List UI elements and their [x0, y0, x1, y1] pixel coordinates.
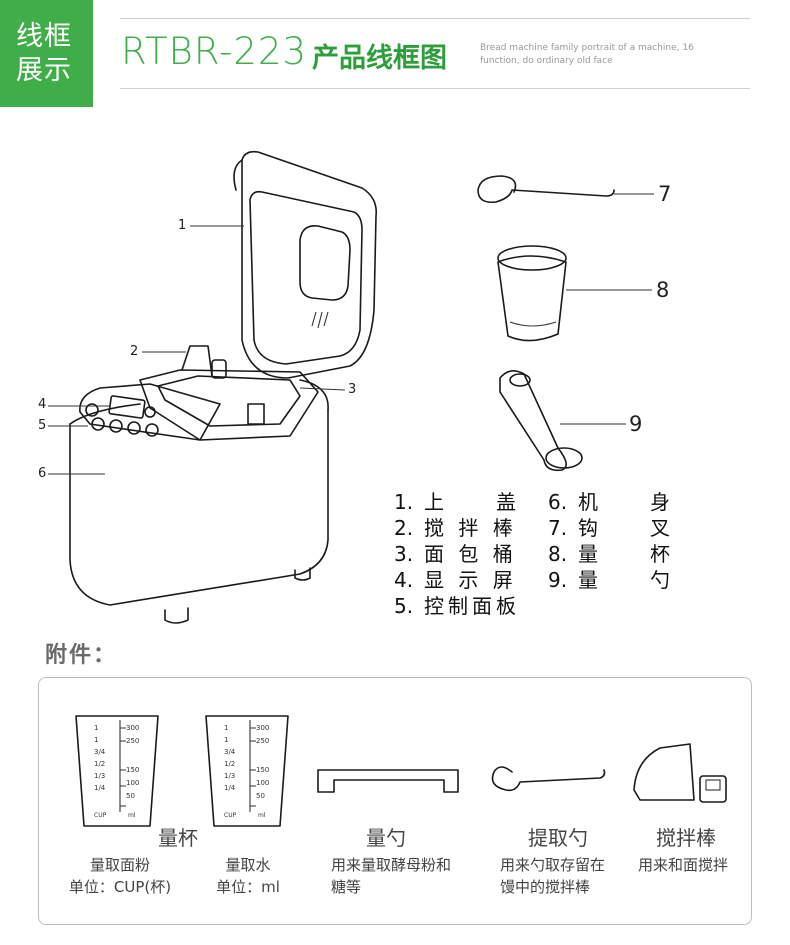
accessory-name-paddle: 搅拌棒 — [656, 826, 716, 850]
badge-line-1: 线框 — [16, 21, 72, 52]
legend-item: 5.控制面板 — [394, 594, 520, 618]
cup1-unit-ml: ml — [128, 812, 136, 819]
callout-7: 7 — [658, 182, 672, 206]
cup2-unit-ml: ml — [258, 812, 266, 819]
accessories-box — [38, 677, 752, 925]
callout-1: 1 — [178, 218, 187, 233]
callout-6: 6 — [38, 466, 47, 481]
model-number: RTBR-223 — [121, 30, 308, 73]
page-title: 产品线框图 — [312, 43, 447, 74]
legend-item: 9.量 勺 — [548, 568, 674, 592]
cup1-unit-cup: CUP — [94, 812, 107, 819]
accessory-desc-hook: 用来勺取存留在馒中的搅拌棒 — [500, 856, 606, 896]
legend-item: 1.上 盖 — [394, 490, 520, 514]
legend-item: 4.显 示 屏 — [394, 568, 517, 592]
accessory-name-measuring-cup: 量杯 — [158, 826, 198, 850]
callout-3: 3 — [348, 382, 357, 397]
accessory-desc-paddle: 用来和面搅拌 — [638, 856, 729, 874]
accessory-desc-cup-flour: 量取面粉单位：CUP(杯) — [68, 856, 172, 896]
legend-item: 3.面 包 桶 — [394, 542, 517, 566]
header-rule-bottom — [120, 88, 750, 89]
callout-5: 5 — [38, 418, 47, 433]
section-badge: 线框 展示 — [0, 0, 93, 107]
callout-9: 9 — [629, 412, 643, 436]
accessory-desc-cup-water: 量取水单位：ml — [216, 856, 280, 896]
legend-item: 2.搅 拌 棒 — [394, 516, 517, 540]
cup2-unit-cup: CUP — [224, 812, 237, 819]
accessory-name-measuring-spoon: 量勺 — [366, 826, 406, 850]
badge-line-2: 展示 — [16, 55, 72, 86]
legend-item: 6.机 身 — [548, 490, 674, 514]
callout-2: 2 — [130, 344, 139, 359]
accessory-desc-spoon: 用来量取酵母粉和糖等 — [331, 856, 452, 896]
callout-4: 4 — [38, 397, 47, 412]
legend-item: 7.钩 叉 — [548, 516, 674, 540]
header-rule-top — [120, 18, 750, 19]
accessories-title: 附件： — [45, 643, 118, 668]
accessory-name-hook: 提取勺 — [528, 826, 588, 850]
callout-8: 8 — [656, 278, 670, 302]
page-subtitle: Bread machine family portrait of a machi… — [480, 43, 694, 66]
legend-item: 8.量 杯 — [548, 542, 674, 566]
